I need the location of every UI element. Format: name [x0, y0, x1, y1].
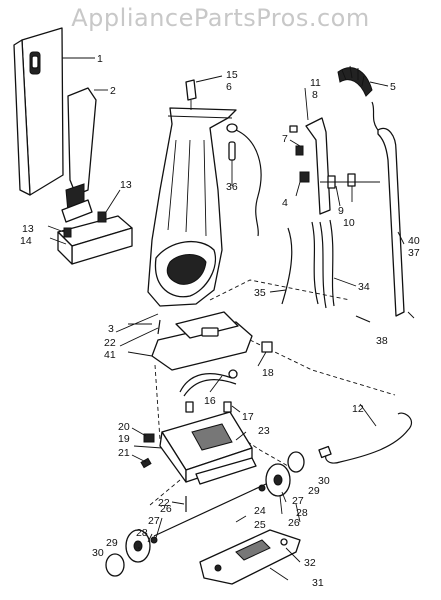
callout-19: 19 [118, 433, 130, 445]
callout-1: 1 [97, 53, 103, 65]
callout-12: 12 [352, 403, 364, 415]
callout-25: 25 [254, 519, 266, 531]
callout-20: 20 [118, 421, 130, 433]
callout-31: 31 [312, 577, 324, 589]
callout-28a: 28 [136, 527, 148, 539]
callout-16: 16 [204, 395, 216, 407]
part-block-18[interactable] [261, 341, 273, 353]
callout-30b: 30 [318, 475, 330, 487]
part-motor-left[interactable] [105, 529, 158, 577]
callout-26a: 26 [160, 503, 172, 515]
callout-26b: 26 [288, 517, 300, 529]
callout-30a: 30 [92, 547, 104, 559]
part-bag-housing[interactable] [127, 311, 253, 371]
callout-13b: 13 [22, 223, 34, 235]
part-screw-38[interactable] [355, 315, 371, 323]
callout-17: 17 [242, 411, 254, 423]
part-hose-35[interactable] [281, 227, 293, 305]
leader-lines [115, 81, 405, 581]
part-plugs-17[interactable] [185, 401, 232, 413]
part-screw-22a[interactable] [157, 319, 161, 335]
callout-labels: 1 2 3 4 5 6 7 8 9 10 11 12 13 13 14 15 1… [20, 53, 420, 589]
callout-21: 21 [118, 447, 130, 459]
callout-27b: 27 [292, 495, 304, 507]
callout-3: 3 [108, 323, 114, 335]
part-agitator-shaft[interactable] [153, 483, 267, 537]
callout-29b: 29 [308, 485, 320, 497]
callout-23: 23 [258, 425, 270, 437]
part-dust-bag[interactable] [147, 107, 237, 307]
callout-11: 11 [310, 77, 321, 89]
part-power-cord[interactable] [318, 412, 413, 464]
part-wire-36[interactable] [226, 123, 262, 237]
callout-4: 4 [282, 197, 288, 209]
callout-7: 7 [282, 133, 288, 145]
callout-40: 40 [408, 235, 420, 247]
part-motor-right[interactable] [258, 451, 305, 497]
callout-22a: 22 [104, 337, 116, 349]
callout-15: 15 [226, 69, 238, 81]
part-grip-insert[interactable] [61, 87, 108, 223]
callout-27a: 27 [148, 515, 160, 527]
callout-28b: 28 [296, 507, 308, 519]
part-bottom-plate[interactable] [199, 529, 301, 585]
callout-29a: 29 [106, 537, 118, 549]
part-handle-grip[interactable] [337, 65, 373, 97]
part-bag-hanger[interactable] [185, 75, 223, 110]
callout-34: 34 [358, 281, 370, 293]
watermark: AppliancePartsPros.com [71, 4, 370, 32]
callout-2: 2 [110, 85, 116, 97]
callout-38: 38 [376, 335, 388, 347]
callout-18: 18 [262, 367, 274, 379]
part-cable-16[interactable] [179, 369, 238, 397]
callout-24: 24 [254, 505, 266, 517]
callout-6: 6 [226, 81, 232, 93]
callout-35: 35 [254, 287, 266, 299]
callout-14: 14 [20, 235, 32, 247]
part-wires-34[interactable] [311, 219, 335, 309]
callout-37: 37 [408, 247, 420, 259]
callout-8: 8 [312, 89, 318, 101]
part-handle-tube[interactable] [371, 101, 415, 319]
callout-13a: 13 [120, 179, 132, 191]
part-bracket[interactable] [47, 189, 133, 265]
callout-41: 41 [104, 349, 116, 361]
callout-22b: 22 [158, 497, 170, 509]
callout-5: 5 [390, 81, 396, 93]
part-nozzle-base[interactable] [140, 411, 257, 485]
part-switch-assembly[interactable] [289, 117, 380, 215]
callout-32: 32 [304, 557, 316, 569]
callout-36: 36 [226, 181, 238, 193]
part-front-panel[interactable] [13, 27, 95, 196]
callout-9: 9 [338, 205, 344, 217]
callout-10: 10 [343, 217, 355, 229]
